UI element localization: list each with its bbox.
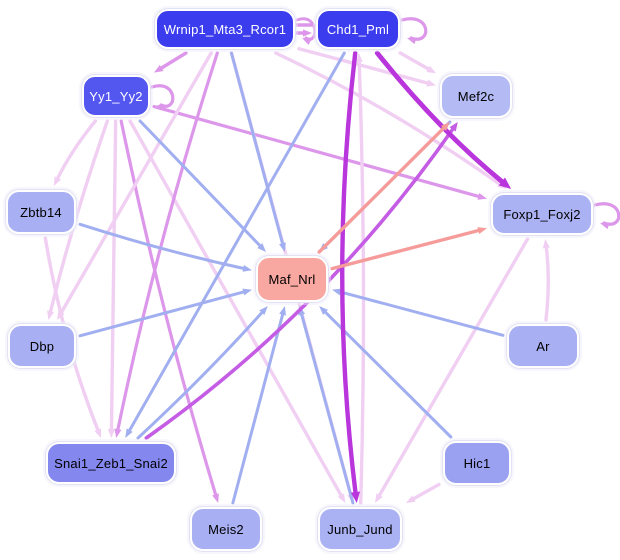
edge-wrnip1-yy1 xyxy=(158,51,188,71)
edge-yy1-snai1-arrowhead xyxy=(107,428,116,438)
node-snai1[interactable]: Snai1_Zeb1_Snai2 xyxy=(46,442,176,484)
node-label: Maf_Nrl xyxy=(268,271,316,287)
edge-yy1-foxp1 xyxy=(152,104,482,199)
edge-wrnip1-mef2c-arrowhead xyxy=(426,79,436,87)
edge-zbtb14-maf-arrowhead xyxy=(242,264,252,272)
edge-chd1-mef2c-arrowhead xyxy=(426,65,436,74)
edge-hic1-maf xyxy=(322,309,453,439)
node-label: Ar xyxy=(536,338,550,354)
edge-junb-chd1-arrowhead xyxy=(355,53,363,63)
edge-ar-maf-arrowhead xyxy=(332,288,342,296)
node-meis2[interactable]: Meis2 xyxy=(190,507,262,551)
edge-chd1-junb xyxy=(340,50,358,497)
self-loop-yy1 xyxy=(150,84,175,108)
edge-junb-maf xyxy=(299,311,355,505)
edge-zbtb14-maf xyxy=(78,222,247,271)
node-dbp[interactable]: Dbp xyxy=(8,324,76,368)
edge-yy1-maf xyxy=(138,119,263,249)
edge-yy1-dbp-arrowhead xyxy=(47,310,55,320)
edge-chd1-snai1 xyxy=(127,51,346,434)
edge-foxp1-junb xyxy=(376,237,530,499)
self-loop-foxp1 xyxy=(593,202,620,226)
edge-chd1-foxp1 xyxy=(374,50,507,186)
node-label: Foxp1_Foxj2 xyxy=(503,206,581,222)
self-loop-wrnip1-arrowhead xyxy=(302,38,312,45)
node-zbtb14[interactable]: Zbtb14 xyxy=(6,190,76,234)
edge-foxp1-junb-arrowhead xyxy=(375,493,383,503)
node-label: Snai1_Zeb1_Snai2 xyxy=(54,455,168,471)
edge-ar-maf xyxy=(337,290,505,337)
edge-maf-foxp1-arrowhead xyxy=(477,227,487,235)
edge-snai1-mef2c-arrowhead xyxy=(449,122,458,132)
edge-snai1-maf-arrowhead xyxy=(259,306,268,316)
node-junb[interactable]: Junb_Jund xyxy=(318,507,402,551)
node-label: Chd1_Pml xyxy=(326,21,390,37)
edge-ar-foxp1 xyxy=(544,244,550,322)
self-loop-chd1-arrowhead xyxy=(407,37,417,45)
edge-chd1-junb-arrowhead xyxy=(350,491,361,503)
node-wrnip1[interactable]: Wrnip1_Mta3_Rcor1 xyxy=(155,9,295,49)
edge-hic1-junb xyxy=(410,482,441,502)
edge-wrnip1-snai1 xyxy=(116,51,219,433)
edge-hic1-junb-arrowhead xyxy=(406,495,416,504)
edge-wrnip1-yy1-arrowhead xyxy=(154,64,164,73)
node-label: Meis2 xyxy=(208,521,244,537)
self-loop-yy1-arrowhead xyxy=(157,104,167,112)
edge-wrnip1-maf xyxy=(229,51,285,247)
edge-wrnip1-mef2c xyxy=(297,47,431,86)
edge-yy1-junb-arrowhead xyxy=(337,493,346,503)
node-label: Dbp xyxy=(29,338,55,354)
edge-wrnip1-snai1-arrowhead xyxy=(114,428,122,438)
edge-yy1-meis2 xyxy=(119,119,218,498)
edge-meis2-maf-arrowhead xyxy=(279,306,286,316)
edge-chd1-snai1-arrowhead xyxy=(125,428,133,438)
edge-wrnip1-foxp1 xyxy=(274,51,503,187)
edge-maf-foxp1 xyxy=(330,228,482,271)
edge-yy1-meis2-arrowhead xyxy=(212,493,219,503)
self-loop-foxp1-arrowhead xyxy=(600,222,610,230)
node-label: Yy1_Yy2 xyxy=(89,88,143,104)
node-label: Wrnip1_Mta3_Rcor1 xyxy=(163,21,287,37)
edge-wrnip1-chd1-arrowhead xyxy=(303,29,312,37)
edge-yy1-zbtb14-arrowhead xyxy=(53,176,62,186)
edge-hic1-maf-arrowhead xyxy=(319,306,328,315)
node-yy1[interactable]: Yy1_Yy2 xyxy=(82,75,150,117)
node-ar[interactable]: Ar xyxy=(507,324,579,368)
edge-wrnip1-dbp xyxy=(58,51,213,316)
node-label: Zbtb14 xyxy=(20,204,62,220)
edge-dbp-maf xyxy=(78,290,247,338)
node-label: Junb_Jund xyxy=(327,521,393,537)
edge-dbp-maf-arrowhead xyxy=(242,288,252,296)
edge-meis2-maf xyxy=(231,311,285,505)
edge-maf-mef2c xyxy=(317,125,447,254)
node-maf[interactable]: Maf_Nrl xyxy=(256,256,328,302)
edge-yy1-foxp1-arrowhead xyxy=(477,192,487,200)
edge-zbtb14-snai1-arrowhead xyxy=(94,428,102,438)
edge-yy1-zbtb14 xyxy=(55,119,98,182)
edge-chd1-foxp1-arrowhead xyxy=(498,177,512,189)
edge-maf-mef2c-arrowhead xyxy=(440,122,450,131)
edge-yy1-snai1 xyxy=(109,119,118,433)
node-label: Mef2c xyxy=(457,88,495,104)
node-foxp1[interactable]: Foxp1_Foxj2 xyxy=(491,193,593,235)
node-mef2c[interactable]: Mef2c xyxy=(440,74,512,118)
edge-wrnip1-maf-arrowhead xyxy=(279,242,286,252)
edge-snai1-maf xyxy=(136,309,265,440)
node-label: Hic1 xyxy=(463,455,491,471)
node-chd1[interactable]: Chd1_Pml xyxy=(316,9,400,49)
edge-junb-chd1 xyxy=(357,58,366,505)
edge-yy1-maf-arrowhead xyxy=(257,243,267,252)
self-loop-chd1 xyxy=(400,17,428,41)
self-loop-wrnip1 xyxy=(295,17,317,41)
edge-ar-foxp1-arrowhead xyxy=(542,239,550,249)
edge-chd1-mef2c xyxy=(398,51,432,72)
node-hic1[interactable]: Hic1 xyxy=(443,441,511,485)
edge-yy1-junb xyxy=(128,119,344,499)
